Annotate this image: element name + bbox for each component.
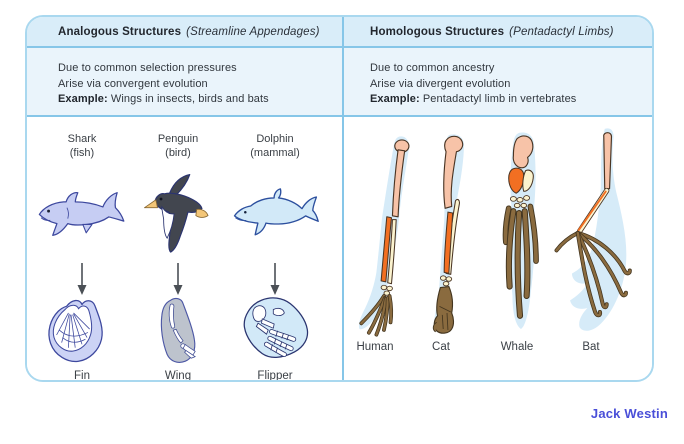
limb-label: Whale <box>500 341 534 353</box>
panel-analogous-content: Shark (fish) <box>27 117 342 380</box>
panel-analogous: Analogous Structures (Streamline Appenda… <box>27 17 342 380</box>
description-line: Due to common selection pressures <box>58 62 237 74</box>
fin-illustration <box>34 296 130 366</box>
panel-homologous-header: Homologous Structures (Pentadactyl Limbs… <box>344 17 652 48</box>
down-arrow-icon <box>227 262 323 296</box>
description-line: Due to common ancestry <box>370 62 495 74</box>
limb-label: Bat <box>582 341 600 353</box>
wing-illustration <box>130 296 226 366</box>
structure-label: Fin <box>74 370 90 382</box>
description-line: Example: Wings in insects, birds and bat… <box>58 93 269 105</box>
panel-homologous-content: Human Cat Whale Bat <box>344 117 652 380</box>
panel-title: Analogous Structures <box>58 25 182 38</box>
organism-column-dolphin: Dolphin (mammal) <box>227 117 323 380</box>
panel-homologous-description: Due to common ancestry Arise via diverge… <box>344 48 652 117</box>
structure-label: Wing <box>164 370 192 382</box>
organism-label: Dolphin (mammal) <box>250 133 300 159</box>
bat-limb-illustration <box>545 127 651 341</box>
description-line: Arise via divergent evolution <box>370 77 511 90</box>
panel-divider <box>342 17 344 380</box>
panel-analogous-header: Analogous Structures (Streamline Appenda… <box>27 17 342 48</box>
panel-homologous: Homologous Structures (Pentadactyl Limbs… <box>344 17 652 380</box>
limb-label: Human <box>356 341 394 353</box>
brand-logo: Jack Westin <box>590 406 668 421</box>
cat-limb-illustration <box>414 131 480 337</box>
organism-column-shark: Shark (fish) <box>34 117 130 380</box>
comparison-card: Analogous Structures (Streamline Appenda… <box>25 15 654 382</box>
dolphin-illustration <box>227 164 323 262</box>
down-arrow-icon <box>130 262 226 296</box>
description-line: Arise via convergent evolution <box>58 77 208 90</box>
organism-label: Shark (fish) <box>67 133 97 159</box>
panel-title: Homologous Structures <box>370 25 505 38</box>
human-limb-illustration <box>350 131 416 337</box>
description-line: Example: Pentadactyl limb in vertebrates <box>370 93 577 105</box>
down-arrow-icon <box>34 262 130 296</box>
panel-subtitle: (Pentadactyl Limbs) <box>509 25 614 38</box>
organism-column-penguin: Penguin (bird) <box>130 117 226 380</box>
whale-limb-illustration <box>487 131 553 334</box>
flipper-illustration <box>227 296 323 366</box>
penguin-illustration <box>130 164 226 262</box>
organism-label: Penguin (bird) <box>157 133 199 159</box>
limb-label: Cat <box>432 341 450 353</box>
structure-label: Flipper <box>257 370 293 382</box>
panel-subtitle: (Streamline Appendages) <box>186 25 320 38</box>
shark-illustration <box>34 164 130 262</box>
panel-analogous-description: Due to common selection pressures Arise … <box>27 48 342 117</box>
